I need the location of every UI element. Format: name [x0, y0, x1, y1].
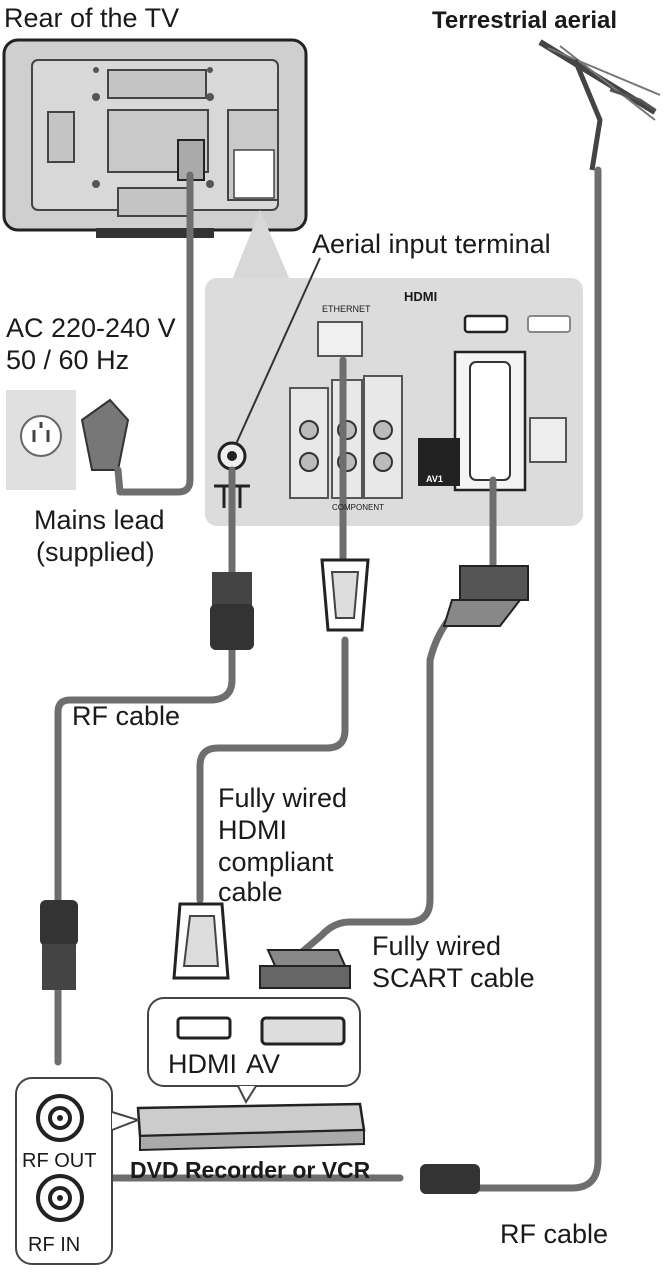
- panel-av1-label: AV1: [426, 474, 443, 484]
- rf-terminal-callout: [15, 1077, 142, 1265]
- panel-ethernet-label: ETHERNET: [322, 304, 371, 314]
- dvd-hdmi-port-label: HDMI: [168, 1049, 237, 1079]
- rf-out-label: RF OUT: [22, 1150, 97, 1172]
- dvd-connector-callout: [147, 997, 361, 1105]
- terrestrial-aerial-label: Terrestrial aerial: [432, 7, 618, 34]
- ac-frequency-label: 50 / 60 Hz: [6, 345, 130, 375]
- rf-cable-bottom-label: RF cable: [500, 1219, 609, 1249]
- hdmi-cable-label-line4: cable: [218, 877, 283, 907]
- rear-tv-label: Rear of the TV: [4, 3, 180, 33]
- scart-cable-label-line1: Fully wired: [372, 931, 502, 961]
- panel-component-label: COMPONENT: [332, 503, 384, 512]
- hdmi-plugs: [172, 558, 370, 980]
- mains-lead-label: Mains lead: [34, 505, 165, 535]
- rf-in-label: RF IN: [28, 1234, 81, 1256]
- scart-cable-label-line2: SCART cable: [372, 963, 535, 993]
- wall-socket: [6, 390, 130, 490]
- tv-connection-panel: [205, 257, 583, 526]
- cables: [54, 166, 602, 1192]
- hdmi-cable-label-line3: compliant: [218, 847, 334, 877]
- mains-lead-supplied-label: (supplied): [36, 537, 155, 567]
- hdmi-cable-label-line2: HDMI: [218, 815, 287, 845]
- dvd-recorder-label: DVD Recorder or VCR: [130, 1157, 371, 1183]
- dvd-recorder-drawing: [136, 1102, 366, 1152]
- panel-hdmi-label: HDMI: [404, 289, 438, 304]
- rf-cable-label: RF cable: [72, 701, 181, 731]
- terrestrial-aerial-drawing: [538, 39, 661, 171]
- ac-voltage-label: AC 220-240 V: [6, 313, 176, 343]
- aerial-input-terminal-label: Aerial input terminal: [312, 229, 551, 259]
- hdmi-cable-label-line1: Fully wired: [218, 783, 348, 813]
- tv-rear: [2, 38, 308, 280]
- scart-plugs: [259, 565, 529, 989]
- rf-plugs: [40, 572, 480, 1194]
- dvd-av-port-label: AV: [246, 1049, 281, 1079]
